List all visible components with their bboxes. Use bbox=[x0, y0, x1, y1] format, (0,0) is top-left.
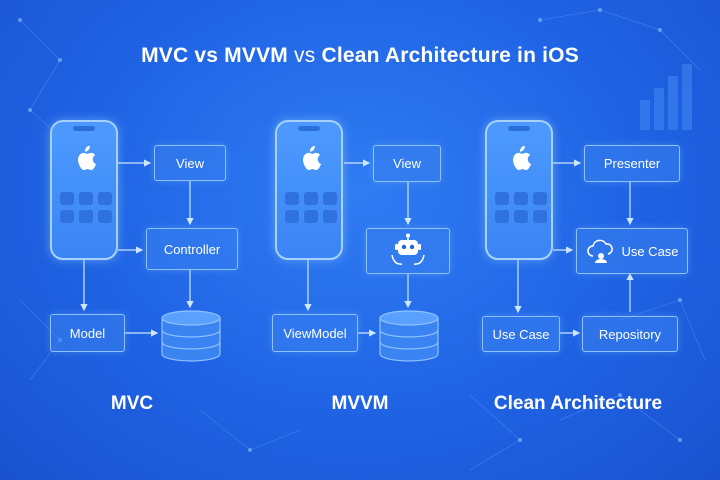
phone-notch bbox=[73, 126, 95, 131]
robot-face-icon bbox=[391, 233, 425, 265]
mvvm-viewmodel-box: ViewModel bbox=[272, 314, 358, 352]
clean-usecase-top-label: Use Case bbox=[621, 243, 679, 259]
mvvm-view-box: View bbox=[373, 145, 441, 182]
mvc-database-icon bbox=[161, 310, 221, 362]
mvc-controller-label: Controller bbox=[163, 241, 221, 257]
clean-label: Clean Architecture bbox=[493, 393, 663, 414]
clean-usecase-top-box: Use Case bbox=[576, 228, 688, 274]
apple-logo-icon bbox=[303, 145, 321, 171]
clean-repository-label: Repository bbox=[598, 326, 662, 342]
mvc-model-label: Model bbox=[69, 325, 106, 341]
apple-logo-icon bbox=[78, 145, 96, 171]
app-grid bbox=[285, 192, 337, 223]
title-part-vs: vs bbox=[287, 44, 322, 67]
clean-iphone-icon bbox=[485, 120, 553, 260]
diagram-title: MVC vs MVVM vs Clean Architecture in iOS bbox=[0, 44, 720, 68]
mvc-view-box: View bbox=[154, 145, 226, 181]
mvvm-robot-box bbox=[366, 228, 450, 274]
clean-repository-box: Repository bbox=[582, 316, 678, 352]
mvc-controller-box: Controller bbox=[146, 228, 238, 270]
clean-usecase-bottom-label: Use Case bbox=[492, 326, 550, 342]
mvc-iphone-icon bbox=[50, 120, 118, 260]
cloud-sync-icon bbox=[587, 239, 614, 263]
mvc-model-box: Model bbox=[50, 314, 125, 352]
mvvm-database-icon bbox=[379, 310, 439, 362]
title-part-clean: Clean Architecture in iOS bbox=[321, 44, 579, 67]
clean-presenter-box: Presenter bbox=[584, 145, 680, 182]
mvc-label: MVC bbox=[110, 393, 154, 414]
phone-notch bbox=[298, 126, 320, 131]
mvvm-label: MVVM bbox=[331, 393, 389, 414]
phone-notch bbox=[508, 126, 530, 131]
mvc-view-label: View bbox=[176, 155, 204, 171]
clean-usecase-bottom-box: Use Case bbox=[482, 316, 560, 352]
apple-logo-icon bbox=[513, 145, 531, 171]
mvvm-viewmodel-label: ViewModel bbox=[283, 325, 347, 341]
mvvm-view-label: View bbox=[393, 156, 421, 171]
app-grid bbox=[495, 192, 547, 223]
title-part-mvc-mvvm: MVC vs MVVM bbox=[141, 44, 288, 67]
mvvm-iphone-icon bbox=[275, 120, 343, 260]
app-grid bbox=[60, 192, 112, 223]
clean-presenter-label: Presenter bbox=[603, 156, 661, 171]
